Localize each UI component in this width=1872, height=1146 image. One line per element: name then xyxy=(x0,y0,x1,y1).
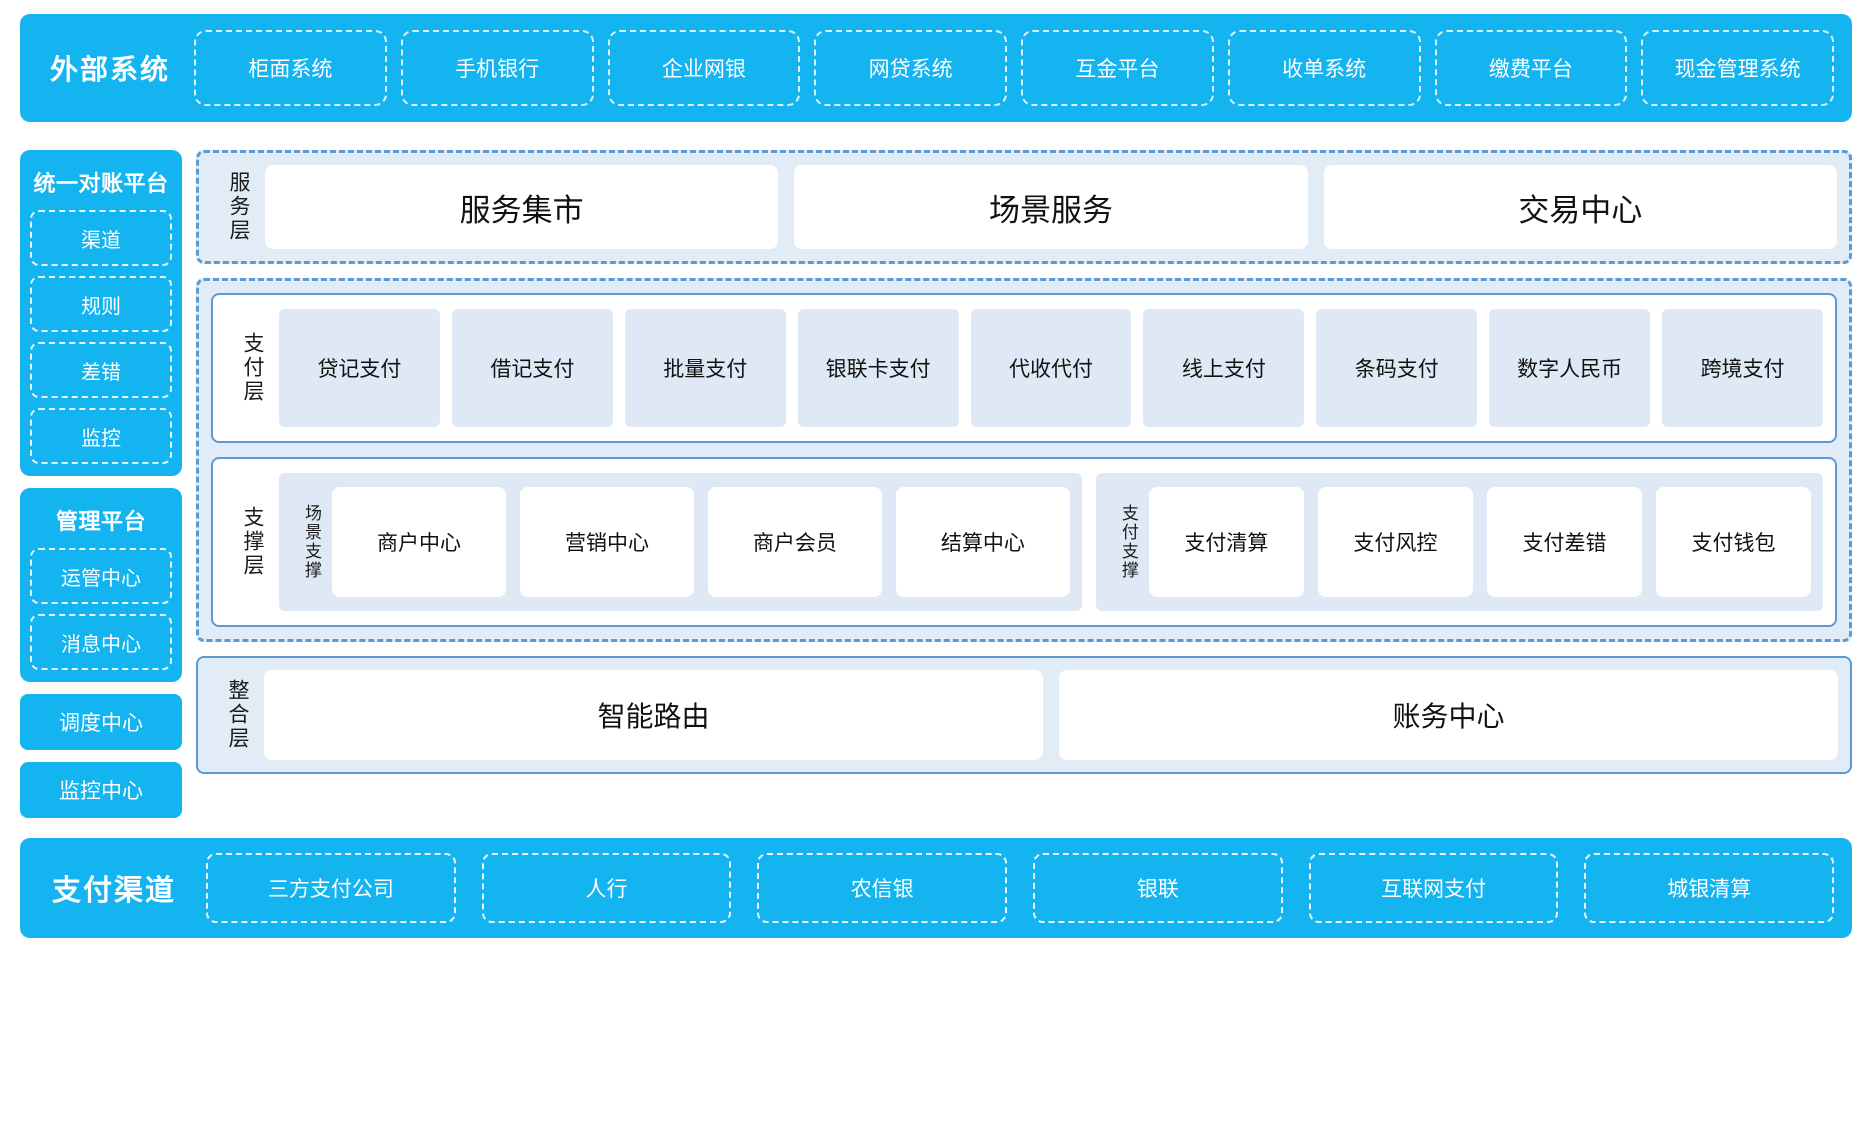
support-card-payment-riskcontrol[interactable]: 支付风控 xyxy=(1317,487,1473,597)
scene-support-block: 场景支撑 商户中心 营销中心 商户会员 结算中心 xyxy=(279,473,1082,611)
external-systems-title: 外部系统 xyxy=(50,54,171,85)
service-card-transaction[interactable]: 交易中心 xyxy=(1323,165,1837,249)
integration-card-accounting[interactable]: 账务中心 xyxy=(1059,670,1838,760)
scheduling-center-block[interactable]: 调度中心 xyxy=(20,694,182,750)
support-card-marketing-center[interactable]: 营销中心 xyxy=(519,487,694,597)
payment-card-credit[interactable]: 贷记支付 xyxy=(279,309,440,427)
service-layer-group: 服务层 服务集市 场景服务 交易中心 xyxy=(196,150,1852,264)
external-system-chip[interactable]: 互金平台 xyxy=(1021,30,1214,106)
payment-support-group: 支付层 贷记支付 借记支付 批量支付 银联卡支付 代收代付 线上支付 条码支付 … xyxy=(196,278,1852,642)
scene-support-label: 场景支撑 xyxy=(302,504,321,580)
support-card-merchant-center[interactable]: 商户中心 xyxy=(332,487,506,597)
management-platform-title: 管理平台 xyxy=(55,509,146,534)
layers-column: 服务层 服务集市 场景服务 交易中心 支付层 贷记支付 借记支付 xyxy=(196,150,1852,774)
payment-support-block: 支付支撑 支付清算 支付风控 支付差错 支付钱包 xyxy=(1095,473,1823,611)
support-layer-label: 支撑层 xyxy=(241,506,264,578)
reconciliation-platform-panel: 统一对账平台 渠道 规则 差错 监控 xyxy=(20,150,182,476)
external-system-chip[interactable]: 柜面系统 xyxy=(194,30,387,106)
support-card-settlement-center[interactable]: 结算中心 xyxy=(895,487,1070,597)
payment-card-collection[interactable]: 代收代付 xyxy=(970,309,1132,427)
management-item-operations[interactable]: 运管中心 xyxy=(30,548,172,604)
payment-card-barcode[interactable]: 条码支付 xyxy=(1316,309,1478,427)
support-card-payment-error[interactable]: 支付差错 xyxy=(1486,487,1642,597)
payment-card-crossborder[interactable]: 跨境支付 xyxy=(1662,309,1824,427)
channel-chip-internet-payment[interactable]: 互联网支付 xyxy=(1308,853,1559,923)
channel-chip-city-clearing[interactable]: 城银清算 xyxy=(1584,853,1835,923)
service-layer-cards: 服务集市 场景服务 交易中心 xyxy=(265,165,1837,249)
payment-card-dcep[interactable]: 数字人民币 xyxy=(1489,309,1651,427)
support-card-payment-clearing[interactable]: 支付清算 xyxy=(1148,487,1304,597)
external-systems-items: 柜面系统 手机银行 企业网银 网贷系统 互金平台 收单系统 缴费平台 现金管理系… xyxy=(194,30,1835,106)
external-system-chip[interactable]: 现金管理系统 xyxy=(1641,30,1835,106)
payment-channels-items: 三方支付公司 人行 农信银 银联 互联网支付 城银清算 xyxy=(206,853,1835,923)
channel-chip-rcc[interactable]: 农信银 xyxy=(757,853,1008,923)
middle-section: 统一对账平台 渠道 规则 差错 监控 管理平台 运管中心 消息中心 调度中心 监… xyxy=(10,150,1862,818)
payment-layer-label: 支付层 xyxy=(241,332,264,404)
payment-support-cards: 支付清算 支付风控 支付差错 支付钱包 xyxy=(1148,487,1811,597)
monitoring-center-block[interactable]: 监控中心 xyxy=(20,762,182,818)
management-platform-panel: 管理平台 运管中心 消息中心 xyxy=(20,488,182,682)
channel-chip-unionpay[interactable]: 银联 xyxy=(1033,853,1283,923)
payment-support-label: 支付支撑 xyxy=(1118,504,1138,580)
management-item-message[interactable]: 消息中心 xyxy=(30,614,172,670)
external-system-chip[interactable]: 收单系统 xyxy=(1227,30,1421,106)
reconciliation-item-monitor[interactable]: 监控 xyxy=(30,408,172,464)
integration-layer-label: 整合层 xyxy=(226,679,249,751)
external-system-chip[interactable]: 手机银行 xyxy=(400,30,594,106)
payment-channels-title: 支付渠道 xyxy=(52,875,177,907)
reconciliation-item-rule[interactable]: 规则 xyxy=(30,276,172,332)
support-card-payment-wallet[interactable]: 支付钱包 xyxy=(1655,487,1811,597)
payment-layer-cards: 贷记支付 借记支付 批量支付 银联卡支付 代收代付 线上支付 条码支付 数字人民… xyxy=(279,309,1824,427)
support-layer-row: 支撑层 场景支撑 商户中心 营销中心 商户会员 结算中心 xyxy=(225,473,1823,611)
payment-channels-bar: 支付渠道 三方支付公司 人行 农信银 银联 互联网支付 城银清算 xyxy=(20,838,1852,938)
payment-layer-row: 支付层 贷记支付 借记支付 批量支付 银联卡支付 代收代付 线上支付 条码支付 … xyxy=(225,309,1824,427)
payment-card-online[interactable]: 线上支付 xyxy=(1143,309,1305,427)
reconciliation-item-channel[interactable]: 渠道 xyxy=(30,210,172,266)
channel-chip-pboc[interactable]: 人行 xyxy=(481,853,732,923)
support-layer-box: 支撑层 场景支撑 商户中心 营销中心 商户会员 结算中心 xyxy=(211,457,1837,627)
reconciliation-item-error[interactable]: 差错 xyxy=(30,342,172,398)
payment-card-batch[interactable]: 批量支付 xyxy=(624,309,786,427)
payment-card-debit[interactable]: 借记支付 xyxy=(451,309,613,427)
support-layer-blocks: 场景支撑 商户中心 营销中心 商户会员 结算中心 支付支撑 xyxy=(279,473,1823,611)
reconciliation-platform-title: 统一对账平台 xyxy=(33,171,169,196)
service-card-marketplace[interactable]: 服务集市 xyxy=(265,165,779,249)
integration-card-smart-routing[interactable]: 智能路由 xyxy=(264,670,1043,760)
external-systems-bar: 外部系统 柜面系统 手机银行 企业网银 网贷系统 互金平台 收单系统 缴费平台 … xyxy=(20,14,1852,122)
integration-layer-box: 整合层 智能路由 账务中心 xyxy=(196,656,1852,774)
integration-layer-cards: 智能路由 账务中心 xyxy=(264,670,1838,760)
payment-card-unionpay[interactable]: 银联卡支付 xyxy=(797,309,959,427)
payment-layer-box: 支付层 贷记支付 借记支付 批量支付 银联卡支付 代收代付 线上支付 条码支付 … xyxy=(211,293,1837,443)
left-sidebar: 统一对账平台 渠道 规则 差错 监控 管理平台 运管中心 消息中心 调度中心 监… xyxy=(20,150,182,818)
external-system-chip[interactable]: 缴费平台 xyxy=(1434,30,1628,106)
service-layer-label: 服务层 xyxy=(227,171,250,243)
support-card-merchant-member[interactable]: 商户会员 xyxy=(707,487,882,597)
scene-support-cards: 商户中心 营销中心 商户会员 结算中心 xyxy=(332,487,1070,597)
service-card-scene[interactable]: 场景服务 xyxy=(794,165,1308,249)
service-layer-row: 服务层 服务集市 场景服务 交易中心 xyxy=(211,165,1837,249)
external-system-chip[interactable]: 网贷系统 xyxy=(814,30,1008,106)
channel-chip-thirdparty[interactable]: 三方支付公司 xyxy=(206,853,456,923)
external-system-chip[interactable]: 企业网银 xyxy=(607,30,801,106)
